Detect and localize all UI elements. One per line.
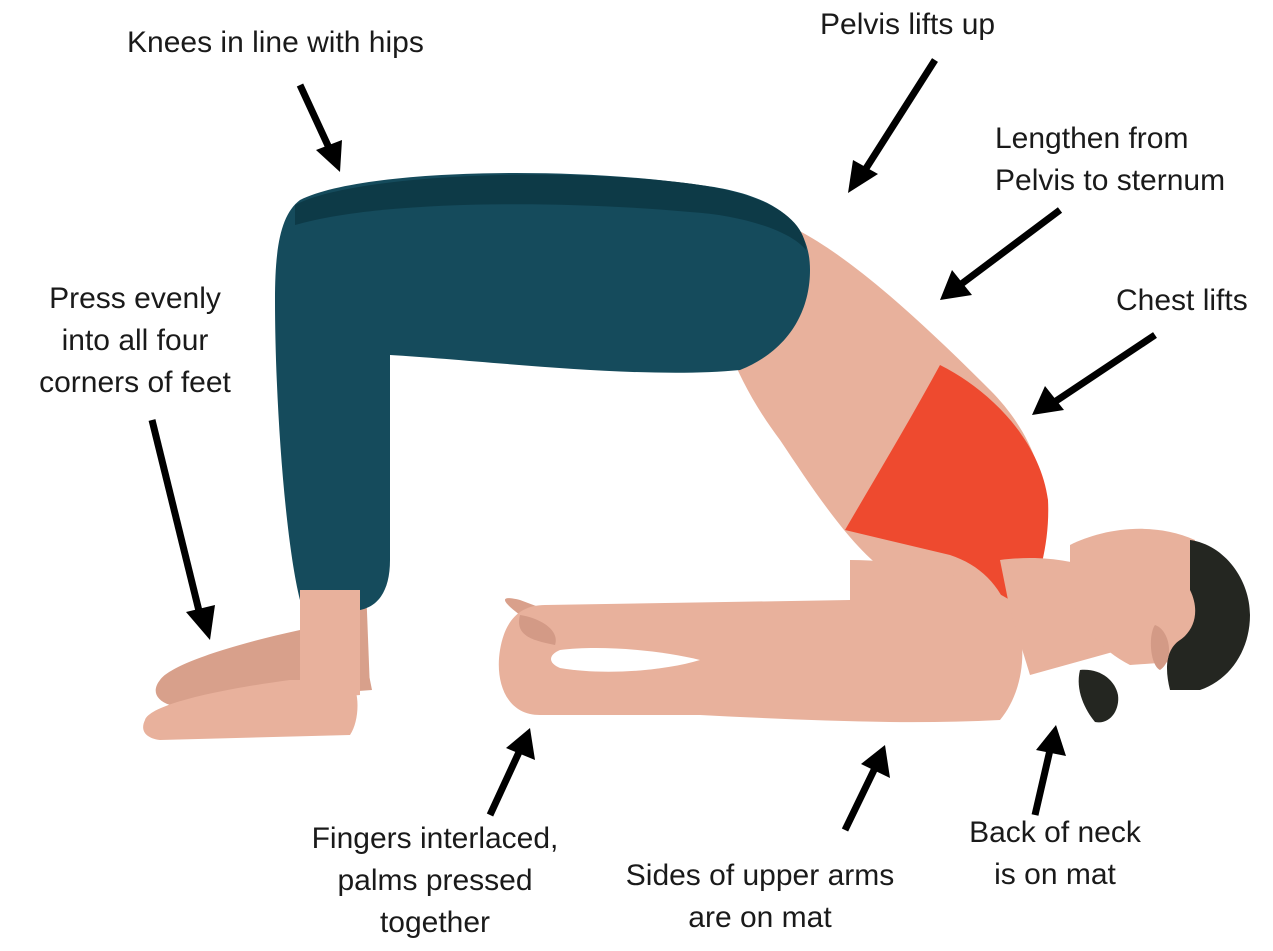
arrow-lengthen (940, 210, 1060, 300)
label-arms: Sides of upper arms are on mat (605, 855, 915, 939)
upper-arm (499, 560, 1023, 722)
label-line: is on mat (950, 854, 1160, 896)
label-neck: Back of neck is on mat (950, 812, 1160, 896)
arrow-chest (1032, 335, 1155, 415)
label-chest: Chest lifts (1116, 280, 1248, 322)
label-line: Knees in line with hips (127, 22, 424, 64)
label-line: corners of feet (10, 362, 260, 404)
label-line: are on mat (605, 897, 915, 939)
label-line: Back of neck (950, 812, 1160, 854)
label-line: Fingers interlaced, (290, 818, 580, 860)
label-pelvis: Pelvis lifts up (820, 4, 995, 46)
label-press: Press evenly into all four corners of fe… (10, 278, 260, 404)
label-knees: Knees in line with hips (127, 22, 424, 64)
label-line: palms pressed (290, 860, 580, 902)
arrow-neck (1035, 725, 1066, 815)
label-line: into all four (10, 320, 260, 362)
label-line: Chest lifts (1116, 280, 1248, 322)
label-line: Sides of upper arms (605, 855, 915, 897)
arrow-pelvis (848, 60, 935, 193)
label-line: Pelvis to sternum (995, 160, 1225, 202)
hair-bun (1079, 670, 1119, 723)
label-line: Lengthen from (995, 118, 1225, 160)
arrow-arms (845, 745, 890, 830)
label-fingers: Fingers interlaced, palms pressed togeth… (290, 818, 580, 944)
label-line: together (290, 902, 580, 944)
label-line: Pelvis lifts up (820, 4, 995, 46)
label-line: Press evenly (10, 278, 260, 320)
arrow-fingers (490, 728, 535, 815)
arrow-press (152, 420, 215, 640)
leggings (275, 173, 810, 611)
arrow-knees (300, 85, 342, 172)
label-lengthen: Lengthen from Pelvis to sternum (995, 118, 1225, 202)
